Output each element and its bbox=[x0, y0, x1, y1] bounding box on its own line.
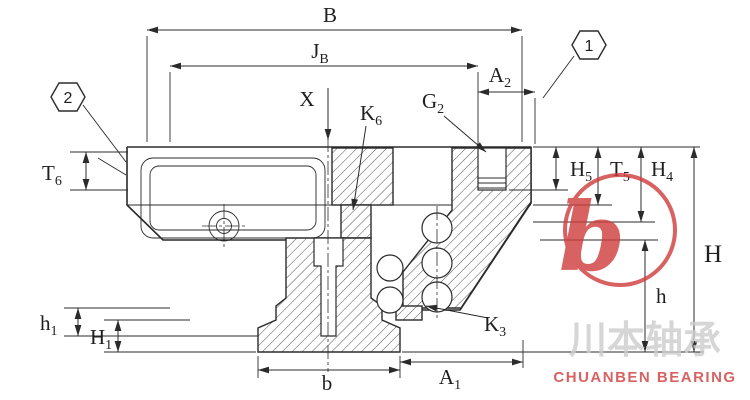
dim-label-A2: A2 bbox=[489, 63, 511, 91]
watermark-logo-letter: b bbox=[559, 182, 625, 293]
dimension-K3: K3 bbox=[425, 304, 506, 340]
watermark-brand-english: CHUANBEN BEARING bbox=[553, 369, 736, 386]
dim-label-A1: A1 bbox=[439, 365, 461, 393]
dim-K3-leader bbox=[425, 304, 489, 319]
dimension-H: H bbox=[690, 147, 722, 352]
dim-label-H5: H5 bbox=[570, 157, 592, 185]
rail-bolt-hole bbox=[313, 237, 344, 337]
dim-label-h1: h1 bbox=[40, 311, 58, 339]
dimension-h: h bbox=[641, 240, 667, 352]
dim-label-T6: T6 bbox=[42, 161, 62, 189]
dim-label-H4: H4 bbox=[651, 157, 673, 185]
dimension-X: X bbox=[299, 87, 332, 140]
dim-label-b: b bbox=[322, 371, 333, 395]
dimension-A2: A2 bbox=[478, 63, 536, 144]
callout-1-hexagon bbox=[571, 30, 607, 60]
grease-port-g2-hole bbox=[477, 147, 507, 191]
dim-label-K6: K6 bbox=[360, 101, 382, 129]
center-web-hatch-lower bbox=[340, 204, 372, 239]
watermark: b 川本轴承 CHUANBEN BEARING bbox=[553, 173, 736, 386]
dim-label-H: H bbox=[704, 241, 722, 268]
dim-label-B: B bbox=[323, 3, 337, 27]
dim-label-H1: H1 bbox=[90, 325, 112, 353]
bottom-seal-hatch bbox=[395, 305, 423, 321]
dim-label-T5: T5 bbox=[610, 157, 630, 185]
ball-circle bbox=[376, 254, 404, 282]
dimension-B: B bbox=[146, 3, 523, 142]
dim-K6-leader bbox=[351, 125, 367, 211]
dim-label-h: h bbox=[656, 284, 667, 308]
watermark-logo-circle bbox=[563, 173, 677, 287]
holes-and-balls bbox=[313, 147, 507, 337]
carriage-outline-left-bottom bbox=[126, 147, 286, 241]
dimension-H4: H4 bbox=[637, 147, 673, 222]
callout-2-number: 2 bbox=[64, 90, 73, 107]
callout-2-hexagon bbox=[50, 82, 86, 112]
dim-label-JB: JB bbox=[311, 39, 329, 67]
dim-label-X: X bbox=[299, 87, 314, 111]
ball-circle bbox=[376, 286, 404, 314]
end-cap-inner-contour bbox=[149, 165, 317, 231]
watermark-brand-chinese: 川本轴承 bbox=[569, 318, 721, 362]
callout-1-leader bbox=[542, 55, 575, 99]
dimension-JB: JB bbox=[169, 39, 479, 145]
dimension-H1: H1 bbox=[90, 319, 256, 353]
dim-T6-chamfer-line bbox=[97, 157, 127, 176]
dimension-A1: A1 bbox=[400, 340, 524, 393]
callout-2: 2 bbox=[50, 82, 127, 163]
dim-label-K3: K3 bbox=[484, 312, 506, 340]
dimension-H5: H5 bbox=[552, 147, 592, 190]
dim-G2-leader bbox=[443, 115, 487, 153]
center-web-hatch-upper bbox=[331, 147, 394, 206]
dimension-G2: G2 bbox=[422, 89, 487, 153]
dim-label-G2: G2 bbox=[422, 89, 444, 117]
dimension-K6: K6 bbox=[351, 101, 382, 211]
callout-2-leader bbox=[82, 104, 127, 163]
dimension-b: b bbox=[257, 356, 401, 395]
dimension-h1: h1 bbox=[40, 307, 258, 339]
dimension-T6: T6 bbox=[42, 151, 128, 191]
callout-1-number: 1 bbox=[585, 38, 594, 55]
callout-1: 1 bbox=[542, 30, 607, 99]
